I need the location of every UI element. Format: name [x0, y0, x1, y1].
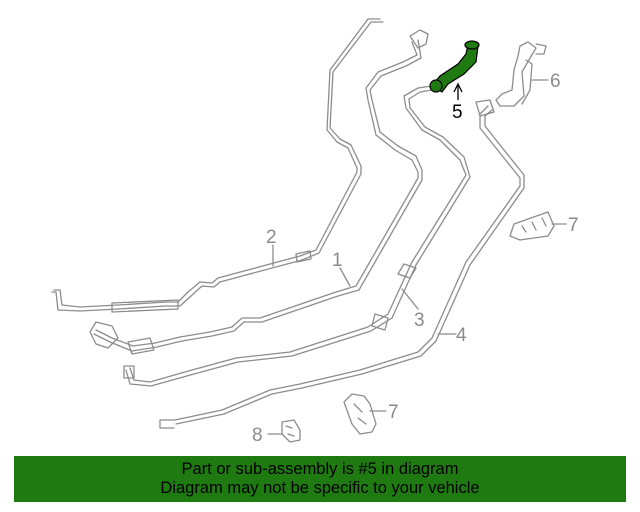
- hose-6: [495, 41, 547, 107]
- callout-2: 2: [266, 227, 277, 248]
- bracket-7-lower: [343, 393, 377, 435]
- bracket-7-upper: [509, 211, 555, 241]
- info-banner: Part or sub-assembly is #5 in diagram Di…: [14, 456, 626, 502]
- cooler-line-3: [123, 85, 471, 387]
- callout-1: 1: [332, 250, 343, 271]
- hose-5-highlighted: [429, 40, 480, 100]
- parts-diagram: 2 1 3 4 5 6 7 7 8: [51, 18, 579, 446]
- banner-line-1: Part or sub-assembly is #5 in diagram: [181, 460, 459, 478]
- banner-line-2: Diagram may not be specific to your vehi…: [160, 479, 480, 497]
- leader-lines: [267, 79, 567, 435]
- cooler-line-4: [159, 99, 525, 429]
- callout-5: 5: [452, 102, 463, 123]
- callout-7-upper: 7: [568, 215, 579, 236]
- cooler-line-2: [51, 18, 384, 313]
- cooler-line-1: [89, 29, 429, 355]
- clip-8: [281, 419, 301, 443]
- callout-6: 6: [550, 71, 561, 92]
- callout-7-lower: 7: [388, 402, 399, 423]
- callout-3: 3: [414, 310, 425, 331]
- callout-4: 4: [456, 325, 467, 346]
- callout-8: 8: [252, 425, 263, 446]
